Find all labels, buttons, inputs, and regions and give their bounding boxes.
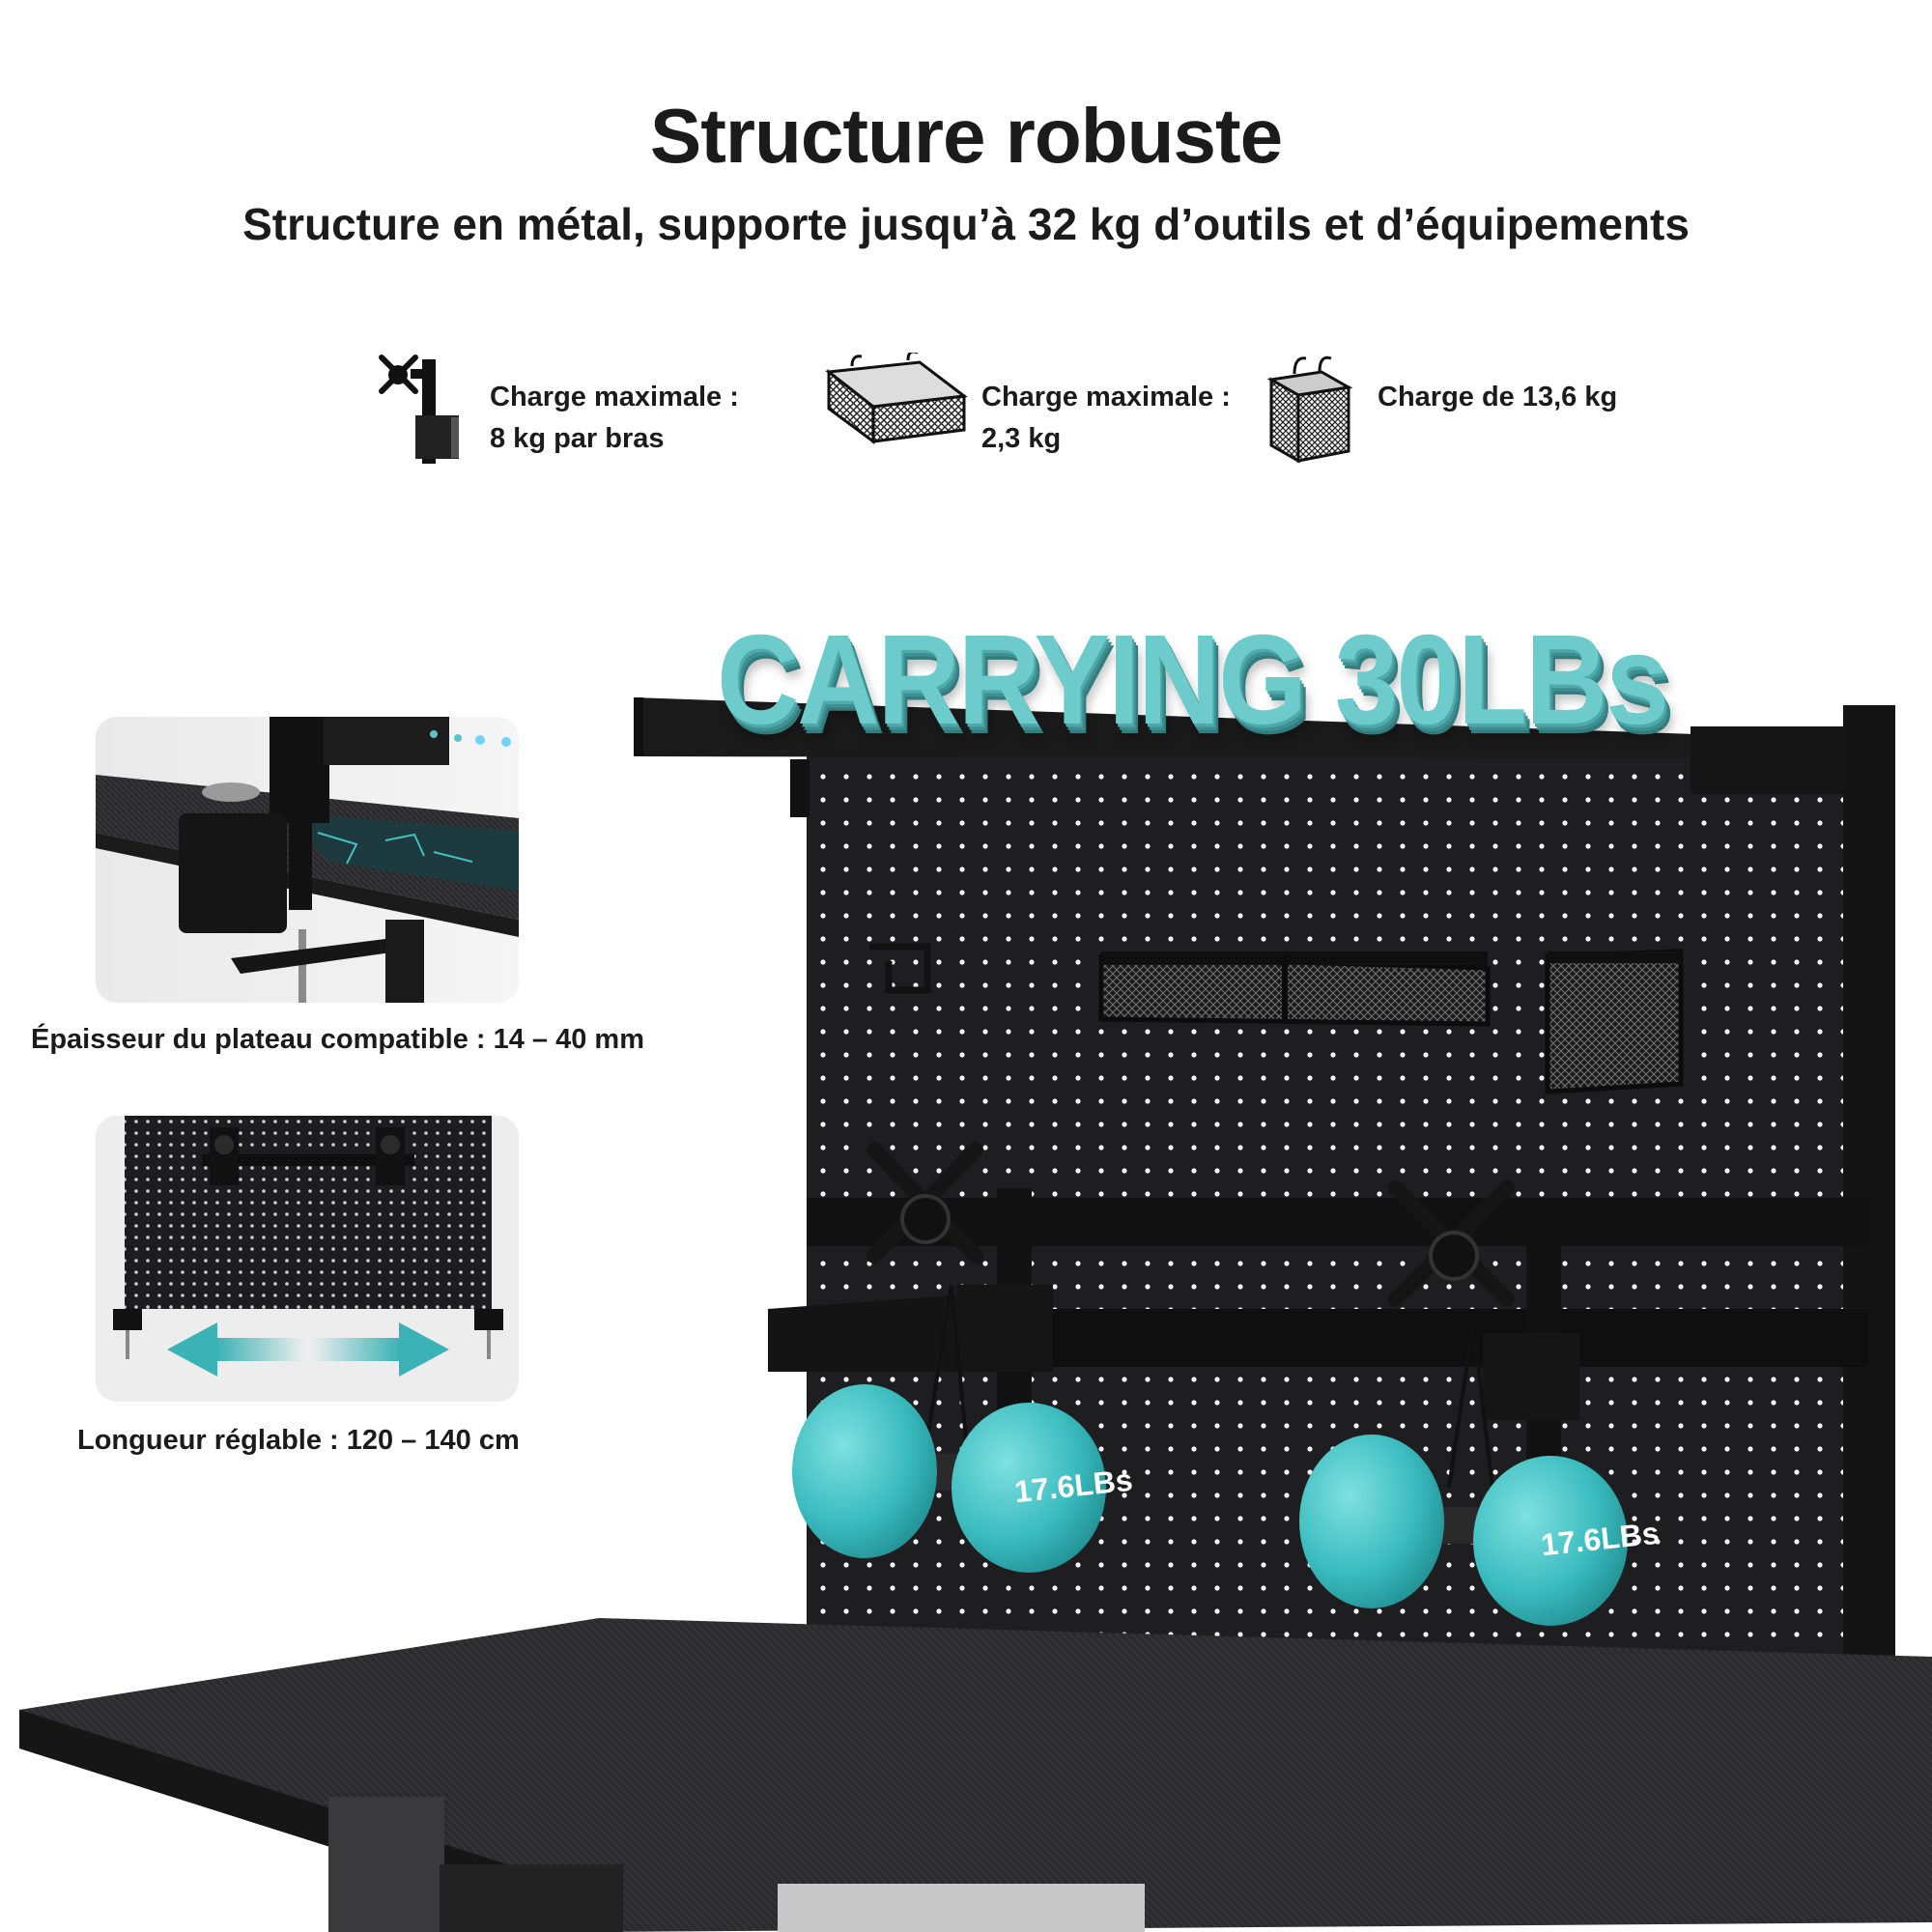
dumbbell-left <box>792 1384 1106 1573</box>
pegboard-hook <box>869 943 931 994</box>
desk-leg <box>328 1797 444 1932</box>
page-title: Structure robuste <box>649 93 1283 179</box>
spec-wire-basket: Charge de 13,6 kg <box>1265 353 1671 469</box>
spec-label: Charge maximale : <box>981 382 1231 412</box>
spec-label: Charge de 13,6 kg <box>1378 382 1618 412</box>
wire-tray <box>1098 952 1491 1027</box>
spec-value: 2,3 kg <box>981 423 1062 454</box>
spec-monitor-arm-text: Charge maximale : 8 kg par bras <box>490 377 780 460</box>
dumbbell-right <box>1299 1435 1628 1626</box>
desk-thickness-caption: Épaisseur du plateau compatible : 14 – 4… <box>31 1024 644 1055</box>
hero-headline: CARRYING 30LBs <box>717 609 1669 753</box>
adjustable-length-image <box>96 1116 519 1402</box>
wire-basket <box>1545 949 1684 1094</box>
spec-wire-tray: Charge maximale : 2,3 kg <box>823 353 1277 469</box>
spec-wire-tray-text: Charge maximale : 2,3 kg <box>981 377 1271 460</box>
desk-top <box>19 1618 1932 1932</box>
adjustable-length-caption: Longueur réglable : 120 – 140 cm <box>77 1425 520 1456</box>
wire-basket-icon <box>1266 355 1352 464</box>
spec-value: 8 kg par bras <box>490 423 665 454</box>
monitor-arm-left <box>867 1142 1053 1440</box>
monitor-arm-right <box>1388 1180 1579 1489</box>
desk-pegboard-illustration <box>19 697 1932 1932</box>
desk-clamp-closeup-image <box>96 717 519 1003</box>
spec-monitor-arm: Charge maximale : 8 kg par bras <box>372 348 778 473</box>
page-subtitle: Structure en métal, supporte jusqu’à 32 … <box>242 199 1690 249</box>
spec-wire-basket-text: Charge de 13,6 kg <box>1378 377 1667 418</box>
top-shelf <box>634 697 1695 758</box>
wire-tray-icon <box>825 353 968 444</box>
spec-label: Charge maximale : <box>490 382 739 412</box>
monitor-arm-icon <box>379 355 459 464</box>
